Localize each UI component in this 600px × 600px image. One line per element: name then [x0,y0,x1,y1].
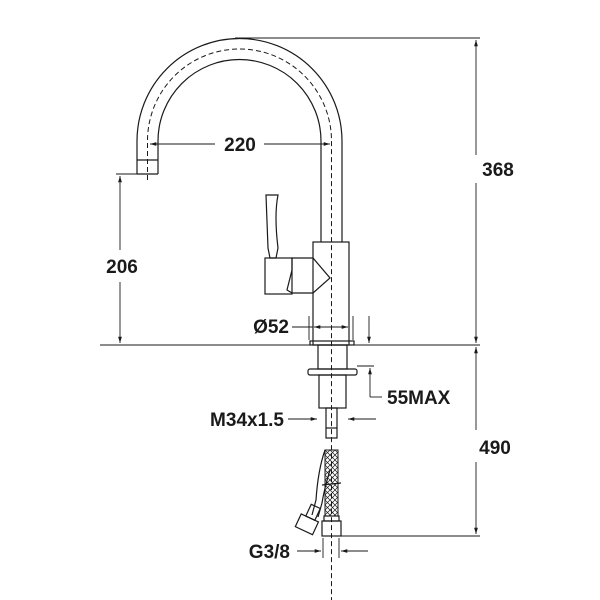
dim-spout-height: 206 [106,257,138,278]
dim-max-counter-thickness: 55MAX [387,388,451,409]
mounting-shank [307,340,358,409]
supply-hoses [294,407,342,537]
dim-thread: M34x1.5 [210,410,284,431]
dim-spout-reach: 220 [224,135,256,156]
dimension-lines [100,37,480,558]
spout [136,37,343,600]
dim-total-height: 368 [482,160,514,181]
dim-hose-length: 490 [479,438,511,459]
dim-base-diameter: Ø52 [253,317,289,338]
dim-hose-connection: G3/8 [249,542,290,563]
